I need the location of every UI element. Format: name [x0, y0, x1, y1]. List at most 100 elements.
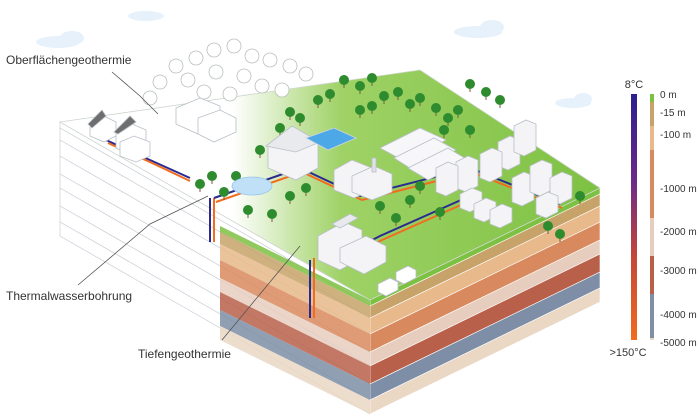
- pipe-network-hot: [215, 170, 563, 209]
- tree-outline: [282, 58, 298, 74]
- tree: [231, 171, 241, 181]
- temp-bottom-label: >150°C: [609, 347, 646, 359]
- tree: [481, 87, 491, 97]
- tree-outline: [168, 58, 184, 74]
- tree: [393, 87, 403, 97]
- tree: [367, 101, 377, 111]
- tree: [443, 113, 453, 123]
- building-school: [175, 97, 237, 143]
- clouds: [36, 11, 592, 108]
- tree: [465, 125, 475, 135]
- tree: [355, 81, 365, 91]
- trees: [142, 38, 585, 242]
- tree: [355, 105, 365, 115]
- depth-segment: [650, 126, 654, 150]
- tree: [575, 191, 585, 201]
- tree: [405, 99, 415, 109]
- tree: [495, 95, 505, 105]
- tree-outline: [188, 50, 204, 66]
- layer-left-color-4: [220, 278, 370, 366]
- tree: [375, 201, 385, 211]
- depth-label: -4000 m: [660, 310, 697, 321]
- fountain: [231, 176, 273, 196]
- tree: [275, 123, 285, 133]
- building-factory: [333, 157, 393, 201]
- tree: [295, 113, 305, 123]
- tree: [219, 187, 229, 197]
- city-buildings: [435, 119, 573, 229]
- tree: [405, 195, 415, 205]
- tree: [367, 73, 377, 83]
- tree: [453, 105, 463, 115]
- layer-left-color-0: [220, 226, 370, 306]
- depth-label: -3000 m: [660, 266, 697, 277]
- temp-top-label: 8°C: [625, 79, 644, 91]
- label-thermal-water-well: Thermalwasserbohrung: [6, 289, 132, 303]
- tree-outline: [298, 66, 314, 82]
- depth-label: -100 m: [660, 130, 691, 141]
- depth-segment: [650, 294, 654, 338]
- building-villa: [265, 125, 321, 181]
- depth-segment: [650, 102, 654, 126]
- greenhouses: [379, 127, 469, 181]
- tree-outline: [274, 82, 290, 98]
- depth-label: -5000 m: [660, 338, 697, 349]
- layer-left-color-7: [220, 326, 370, 414]
- tree-outline: [142, 90, 158, 106]
- tree: [379, 91, 389, 101]
- tree-outline: [152, 74, 168, 90]
- earth-layers: [59, 121, 601, 415]
- tree: [415, 181, 425, 191]
- tree: [439, 125, 449, 135]
- tree-outline: [226, 38, 242, 54]
- tree: [431, 103, 441, 113]
- depth-label: -2000 m: [660, 227, 697, 238]
- depth-segment: [650, 150, 654, 218]
- temperature-bar: [631, 94, 637, 340]
- layer-left-color-6: [220, 310, 370, 400]
- tree: [207, 171, 217, 181]
- tree: [325, 89, 335, 99]
- depth-label: 0 m: [660, 90, 677, 101]
- label-surface-geothermal: Oberflächengeothermie: [6, 53, 132, 67]
- tree: [285, 107, 295, 117]
- tree: [255, 145, 265, 155]
- tree: [301, 183, 311, 193]
- tree-outline: [262, 52, 278, 68]
- tree-outline: [206, 42, 222, 58]
- building-geothermal-plant: [317, 213, 387, 275]
- tree-outline: [236, 68, 252, 84]
- tree: [465, 79, 475, 89]
- label-deep-geothermal: Tiefengeothermie: [138, 347, 231, 361]
- tree-outline: [222, 86, 238, 102]
- layer-left-color-5: [220, 292, 370, 384]
- depth-segment: [650, 218, 654, 256]
- layer-left-color-1: [220, 232, 370, 318]
- houses-left: [87, 109, 151, 163]
- layer-left-color-3: [220, 260, 370, 352]
- depth-segment: [650, 256, 654, 294]
- temperature-depth-legend: 8°C 0 m -15 m -100 m -1000 m -2000 m -3000 m -…: [609, 79, 696, 359]
- depth-scale-green: [650, 94, 654, 102]
- tree: [415, 93, 425, 103]
- buildings: [87, 97, 573, 297]
- tree: [267, 209, 277, 219]
- layer-left-color-2: [220, 244, 370, 334]
- tree: [543, 221, 553, 231]
- depth-scale: 0 m -15 m -100 m -1000 m -2000 m -3000 m -4000…: [650, 90, 697, 349]
- small-buildings: [377, 265, 417, 297]
- tree-outline: [244, 48, 260, 64]
- tree: [195, 179, 205, 189]
- tree-outline: [196, 84, 212, 100]
- tree: [391, 213, 401, 223]
- depth-label: -1000 m: [660, 184, 697, 195]
- tree: [435, 207, 445, 217]
- depth-segment: [650, 338, 654, 340]
- tree-outline: [180, 72, 196, 88]
- tree: [285, 191, 295, 201]
- depth-label: -15 m: [660, 108, 686, 119]
- tree: [339, 75, 349, 85]
- tree-outline: [254, 78, 270, 94]
